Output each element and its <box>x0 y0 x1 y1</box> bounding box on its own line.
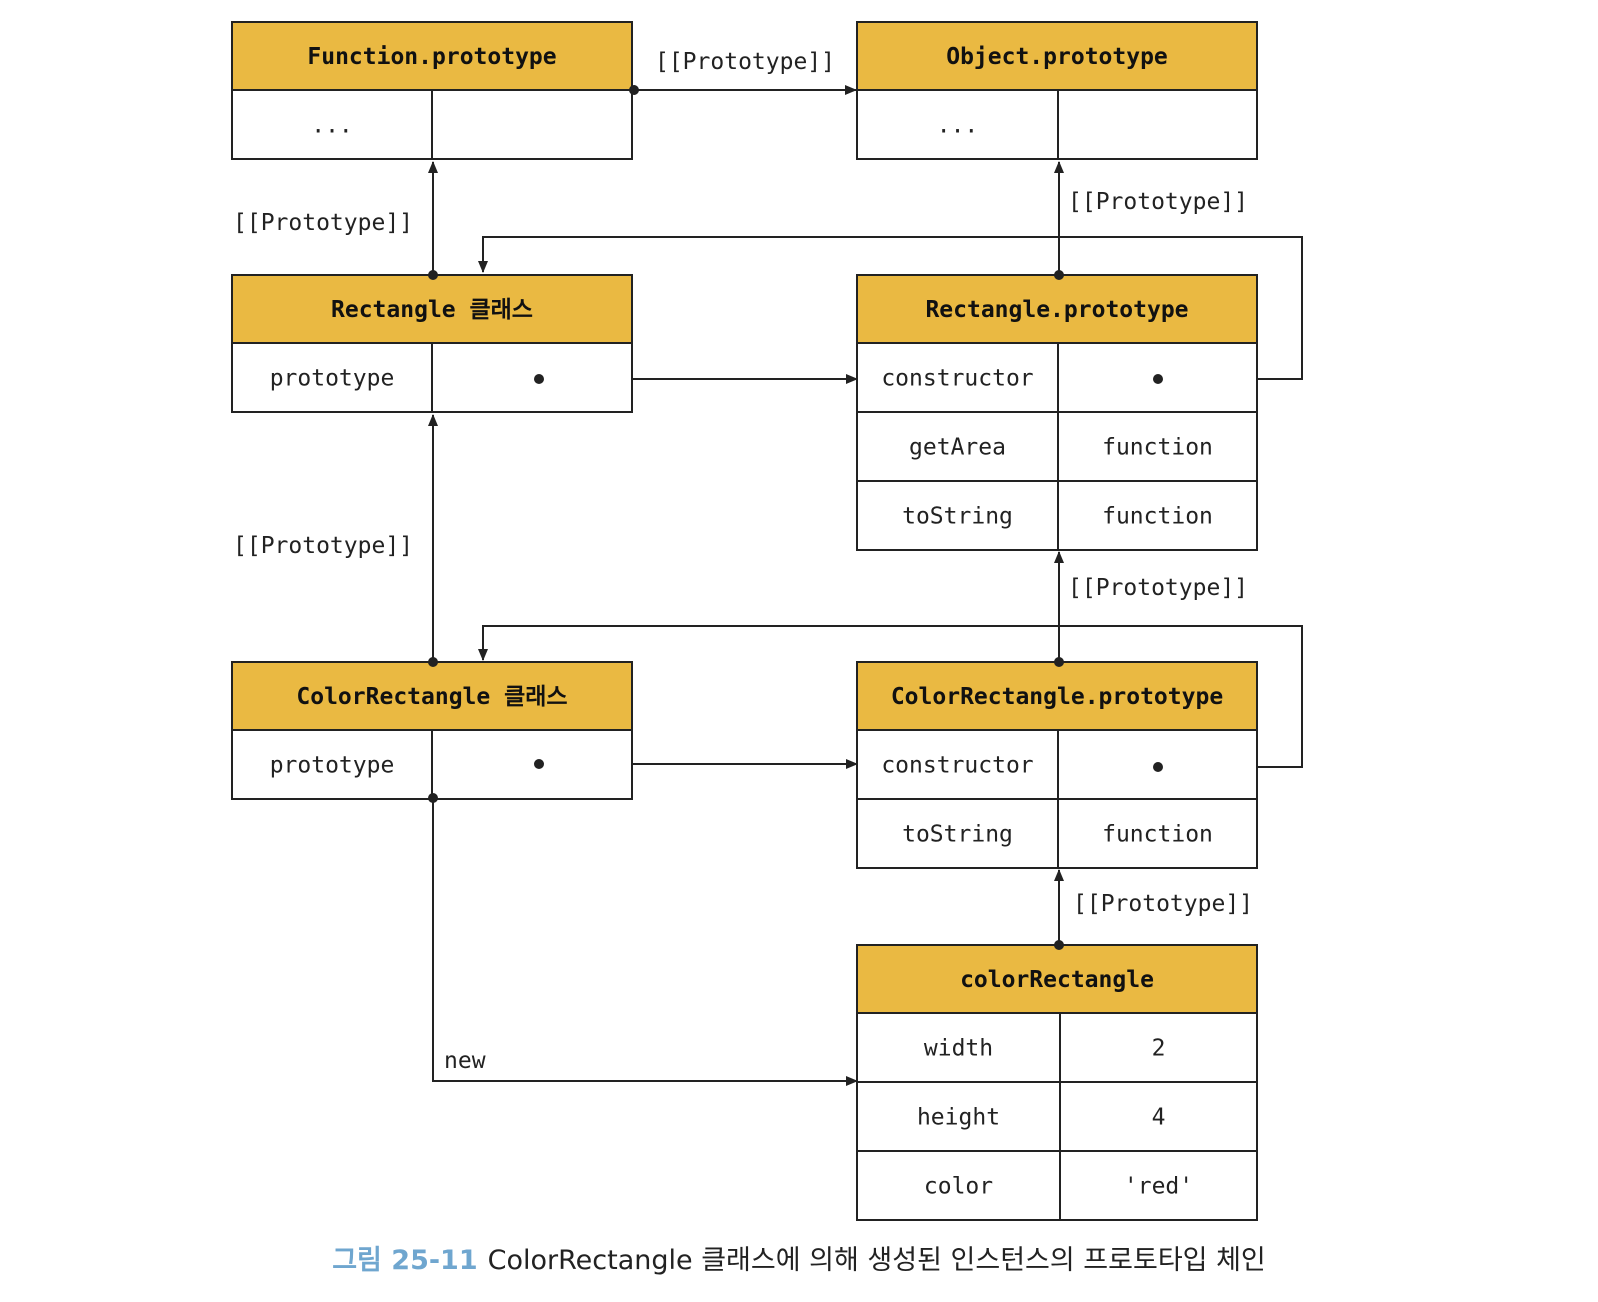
dot-colorclass-prototype <box>534 759 544 769</box>
box-row <box>856 1150 1258 1221</box>
box-header <box>856 661 1258 731</box>
box-title: ColorRectangle.prototype <box>891 684 1223 710</box>
label-rectclass-to-function: [[Prototype]] <box>233 210 413 236</box>
dot-colorproto-constructor <box>1153 762 1163 772</box>
row-value: 'red' <box>1124 1174 1193 1200</box>
row-key: toString <box>902 822 1013 848</box>
label-colorclass-to-rectclass: [[Prototype]] <box>233 533 413 559</box>
row-key: getArea <box>909 435 1006 461</box>
box-header <box>231 661 633 731</box>
box-title: Object.prototype <box>946 44 1168 70</box>
row-value: function <box>1102 504 1213 530</box>
row-key: constructor <box>881 366 1033 392</box>
box-header <box>856 21 1258 91</box>
figure-caption: 그림 25-11 ColorRectangle 클래스에 의해 생성된 인스턴스의… <box>0 1238 1598 1277</box>
label-rectproto-to-object: [[Prototype]] <box>1068 189 1248 215</box>
row-value: 2 <box>1152 1036 1166 1062</box>
edge-new <box>432 798 858 1086</box>
row-key: width <box>924 1036 993 1062</box>
dot-rectclass-prototype <box>534 374 544 384</box>
row-key: ... <box>937 113 979 139</box>
box-color-rectangle: colorRectangle width 2 height 4 color 'red' <box>856 944 1258 1221</box>
row-key: prototype <box>270 753 395 779</box>
box-header <box>231 21 633 91</box>
row-key: constructor <box>881 753 1033 779</box>
dot-rectclass-top <box>428 270 438 280</box>
caption-number: 그림 25-11 <box>332 1245 478 1276</box>
dot-function-proto <box>629 85 639 95</box>
row-key: ... <box>311 113 353 139</box>
row-value: function <box>1102 822 1213 848</box>
label-new: new <box>444 1048 486 1074</box>
box-row <box>856 1012 1258 1083</box>
box-title: Rectangle 클래스 <box>331 297 533 323</box>
box-title: colorRectangle <box>960 967 1154 993</box>
label-instance-to-colorproto: [[Prototype]] <box>1073 891 1253 917</box>
box-header <box>856 944 1258 1014</box>
box-rectangle-prototype: Rectangle.prototype constructor getArea fun… <box>856 274 1258 551</box>
dot-colorclass-top <box>428 657 438 667</box>
label-colorproto-to-rectproto: [[Prototype]] <box>1068 575 1248 601</box>
row-key: prototype <box>270 366 395 392</box>
row-key: color <box>924 1174 993 1200</box>
box-object-prototype: Object.prototype... <box>856 21 1258 160</box>
box-header <box>856 274 1258 344</box>
box-colorrectangle-prototype: ColorRectangle.prototype constructor toStr… <box>856 661 1258 869</box>
box-function-prototype: Function.prototype... <box>231 21 633 160</box>
label-function-to-object: [[Prototype]] <box>655 49 835 75</box>
box-title: ColorRectangle 클래스 <box>296 684 567 710</box>
box-colorrectangle-class: ColorRectangle 클래스 prototype <box>231 661 633 800</box>
row-value: function <box>1102 435 1213 461</box>
row-value: 4 <box>1152 1105 1166 1131</box>
box-title: Function.prototype <box>307 44 556 70</box>
dot-colorclass-bottom <box>428 793 438 803</box>
dot-colorproto-top <box>1054 657 1064 667</box>
caption-text: ColorRectangle 클래스에 의해 생성된 인스턴스의 프로토타입 체… <box>487 1245 1266 1276</box>
box-rectangle-class: Rectangle 클래스 prototype <box>231 274 633 413</box>
row-key: toString <box>902 504 1013 530</box>
dot-rectproto-constructor <box>1153 374 1163 384</box>
dot-instance-top <box>1054 940 1064 950</box>
box-title: Rectangle.prototype <box>925 297 1188 323</box>
dot-rectproto-top <box>1054 270 1064 280</box>
row-key: height <box>917 1105 1000 1131</box>
